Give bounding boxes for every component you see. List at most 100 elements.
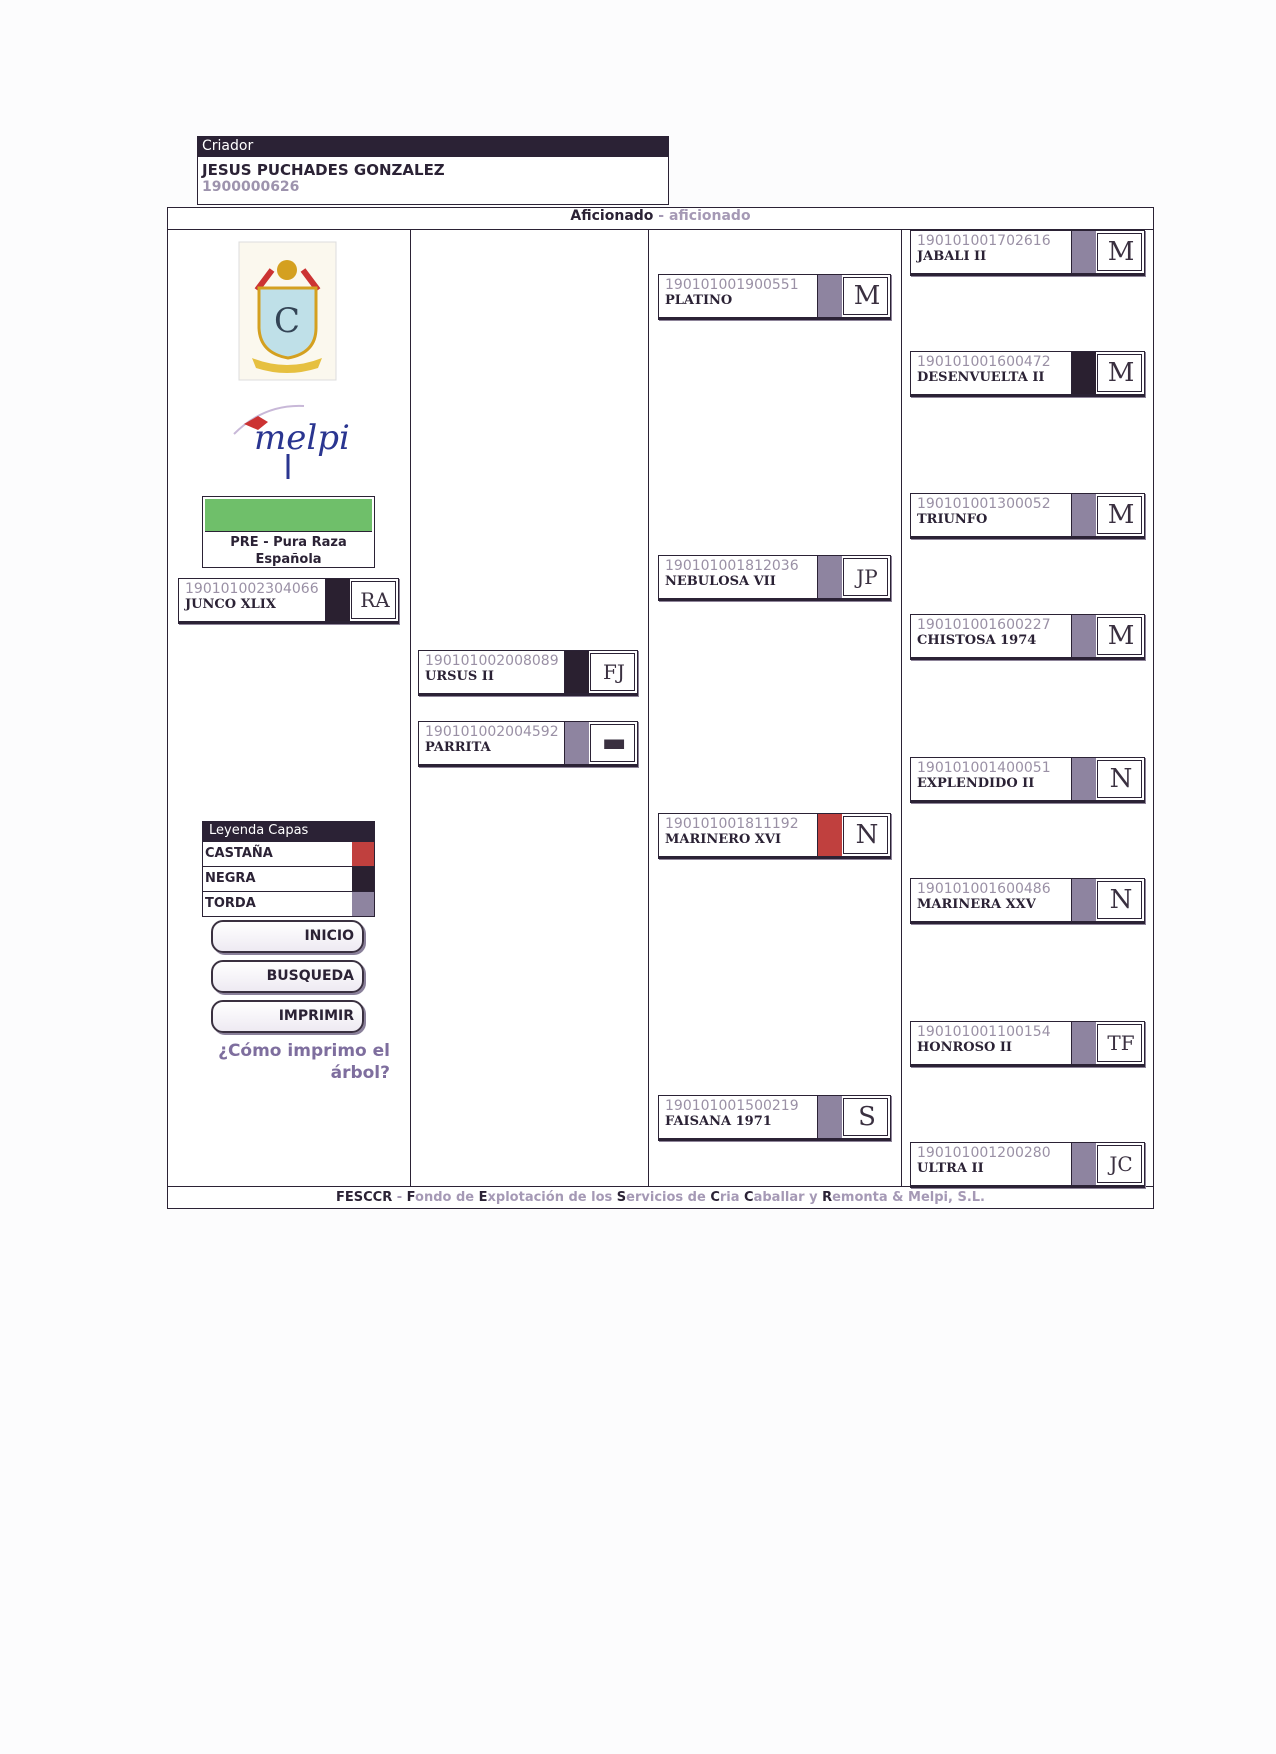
home-button[interactable]: INICIO xyxy=(211,920,364,953)
breeder-name: JESUS PUCHADES GONZALEZ xyxy=(202,161,445,179)
coat-color-swatch xyxy=(1072,879,1096,921)
coat-color-swatch xyxy=(1072,1022,1096,1064)
legend-swatch xyxy=(352,892,374,916)
coat-color-swatch xyxy=(565,651,589,693)
horse-id: 190101001600472 xyxy=(917,354,1051,370)
brand-mark-icon: M xyxy=(843,277,888,315)
melpi-logo-icon: melpi xyxy=(233,404,350,479)
coat-color-swatch xyxy=(1072,758,1096,800)
footer-text: ondo de xyxy=(415,1190,479,1205)
brand-mark-icon: N xyxy=(1097,760,1142,798)
footer-text: R xyxy=(822,1190,833,1205)
coat-color-swatch xyxy=(565,722,589,764)
coat-color-swatch xyxy=(1072,1143,1096,1185)
legend-swatch xyxy=(352,867,374,891)
coat-color-swatch xyxy=(326,579,350,621)
footer-credits: FESCCR - Fondo de Explotación de los Ser… xyxy=(168,1186,1153,1208)
footer-text: F xyxy=(406,1190,416,1205)
horse-id: 190101001200280 xyxy=(917,1145,1051,1161)
legend-label: NEGRA xyxy=(205,871,256,886)
brand-mark-icon: M xyxy=(1097,496,1142,534)
footer-text: ervicios de xyxy=(626,1190,711,1205)
horse-name: HONROSO II xyxy=(917,1040,1013,1055)
footer-text: C xyxy=(710,1190,720,1205)
horse-name: MARINERA XXV xyxy=(917,897,1036,912)
horse-name: URSUS II xyxy=(425,669,494,684)
footer-text: xplotación de los xyxy=(487,1190,617,1205)
column-divider xyxy=(648,229,649,1187)
coat-color-swatch xyxy=(818,814,842,856)
title-separator: - xyxy=(653,208,669,224)
legend-label: TORDA xyxy=(205,896,256,911)
legend-item-torda: TORDA xyxy=(203,891,374,916)
horse-name: MARINERO XVI xyxy=(665,832,782,847)
horse-name: JABALI II xyxy=(917,249,987,264)
search-button[interactable]: BUSQUEDA xyxy=(211,960,364,993)
coat-legend: Leyenda Capas CASTAÑA NEGRA TORDA xyxy=(202,821,375,917)
print-help-link[interactable]: ¿Cómo imprimo el árbol? xyxy=(218,1041,390,1083)
breeder-label: Criador xyxy=(198,137,668,157)
brand-mark-icon: M xyxy=(1097,233,1142,271)
coat-color-swatch xyxy=(1072,615,1096,657)
brand-mark-icon: N xyxy=(1097,881,1142,919)
brand-mark-icon: TF xyxy=(1097,1024,1142,1062)
horse-id: 190101002304066 xyxy=(185,581,319,597)
horse-name: EXPLENDIDO II xyxy=(917,776,1035,791)
brand-mark-icon: FJ xyxy=(590,653,635,691)
brand-mark-icon: RA xyxy=(351,581,396,619)
coat-color-swatch xyxy=(1072,352,1096,394)
legend-swatch xyxy=(352,842,374,866)
horse-name: CHISTOSA 1974 xyxy=(917,633,1037,648)
column-divider xyxy=(901,229,902,1187)
horse-name: NEBULOSA VII xyxy=(665,574,776,589)
footer-text: S xyxy=(616,1190,627,1205)
crest-logo-icon: C xyxy=(238,241,337,381)
breed-box: PRE - Pura Raza Española xyxy=(202,496,375,568)
horse-id: 190101001300052 xyxy=(917,496,1051,512)
brand-mark-icon: M xyxy=(1097,354,1142,392)
footer-text: C xyxy=(744,1190,754,1205)
horse-id: 190101001600486 xyxy=(917,881,1051,897)
tree-title: Aficionado xyxy=(570,208,654,224)
horse-name: ULTRA II xyxy=(917,1161,984,1176)
footer-text: E xyxy=(478,1190,488,1205)
column-divider xyxy=(410,229,411,1187)
horse-id: 190101001100154 xyxy=(917,1024,1051,1040)
brand-mark-icon: S xyxy=(843,1098,888,1136)
horse-id: 190101001702616 xyxy=(917,233,1051,249)
print-button[interactable]: IMPRIMIR xyxy=(211,1000,364,1033)
svg-text:melpi: melpi xyxy=(254,418,350,458)
legend-title: Leyenda Capas xyxy=(203,822,374,841)
brand-mark-icon: JC xyxy=(1097,1145,1142,1183)
brand-mark-icon: JP xyxy=(843,558,888,596)
footer-text: FESCCR xyxy=(336,1190,393,1205)
svg-text:C: C xyxy=(274,301,300,341)
horse-id: 190101001900551 xyxy=(665,277,799,293)
